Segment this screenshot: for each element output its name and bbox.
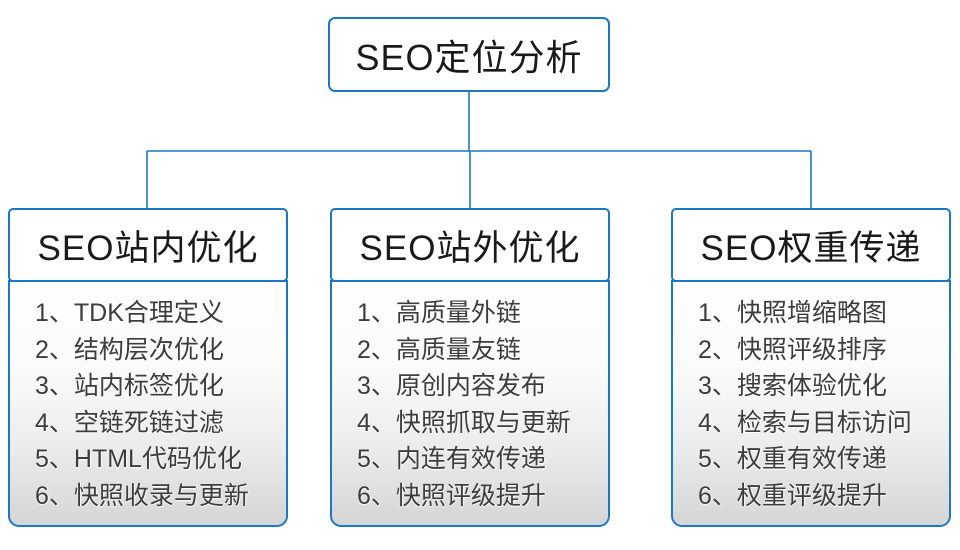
list-item: 2、高质量友链 (357, 335, 521, 364)
list-item: 5、HTML代码优化 (35, 445, 242, 473)
list-item: 1、快照增缩略图 (698, 299, 887, 327)
list-item: 2、快照评级排序 (698, 335, 887, 364)
column-weight-list: 1、快照增缩略图 2、快照评级排序 3、搜索体验优化 4、检索与目标访问 5、权… (671, 280, 951, 527)
list-item: 3、站内标签优化 (35, 372, 224, 400)
list-item: 5、内连有效传递 (357, 445, 546, 473)
list-item: 4、快照抓取与更新 (357, 408, 571, 437)
column-offsite-optimization: SEO站外优化 1、高质量外链 2、高质量友链 3、原创内容发布 4、快照抓取与… (330, 208, 610, 527)
column-onsite-title: SEO站内优化 (37, 228, 259, 268)
list-item: 6、权重评级提升 (698, 481, 887, 510)
list-item: 3、原创内容发布 (357, 372, 546, 400)
list-item: 1、TDK合理定义 (35, 299, 224, 327)
list-item: 2、结构层次优化 (35, 335, 224, 364)
root-node-seo-positioning: SEO定位分析 (328, 17, 610, 92)
list-item: 6、快照收录与更新 (35, 481, 249, 510)
list-item: 4、检索与目标访问 (698, 408, 912, 437)
list-item: 1、高质量外链 (357, 299, 521, 327)
column-weight-transfer: SEO权重传递 1、快照增缩略图 2、快照评级排序 3、搜索体验优化 4、检索与… (671, 208, 951, 527)
column-weight-header: SEO权重传递 (671, 208, 951, 282)
column-onsite-header: SEO站内优化 (8, 208, 288, 282)
column-offsite-header: SEO站外优化 (330, 208, 610, 282)
column-weight-title: SEO权重传递 (700, 228, 922, 268)
root-node-title: SEO定位分析 (355, 36, 583, 78)
list-item: 6、快照评级提升 (357, 481, 546, 510)
list-item: 3、搜索体验优化 (698, 372, 887, 400)
list-item: 5、权重有效传递 (698, 445, 887, 473)
column-onsite-optimization: SEO站内优化 1、TDK合理定义 2、结构层次优化 3、站内标签优化 4、空链… (8, 208, 288, 527)
list-item: 4、空链死链过滤 (35, 408, 224, 437)
column-offsite-title: SEO站外优化 (359, 228, 581, 268)
column-offsite-list: 1、高质量外链 2、高质量友链 3、原创内容发布 4、快照抓取与更新 5、内连有… (330, 280, 610, 527)
column-onsite-list: 1、TDK合理定义 2、结构层次优化 3、站内标签优化 4、空链死链过滤 5、H… (8, 280, 288, 527)
